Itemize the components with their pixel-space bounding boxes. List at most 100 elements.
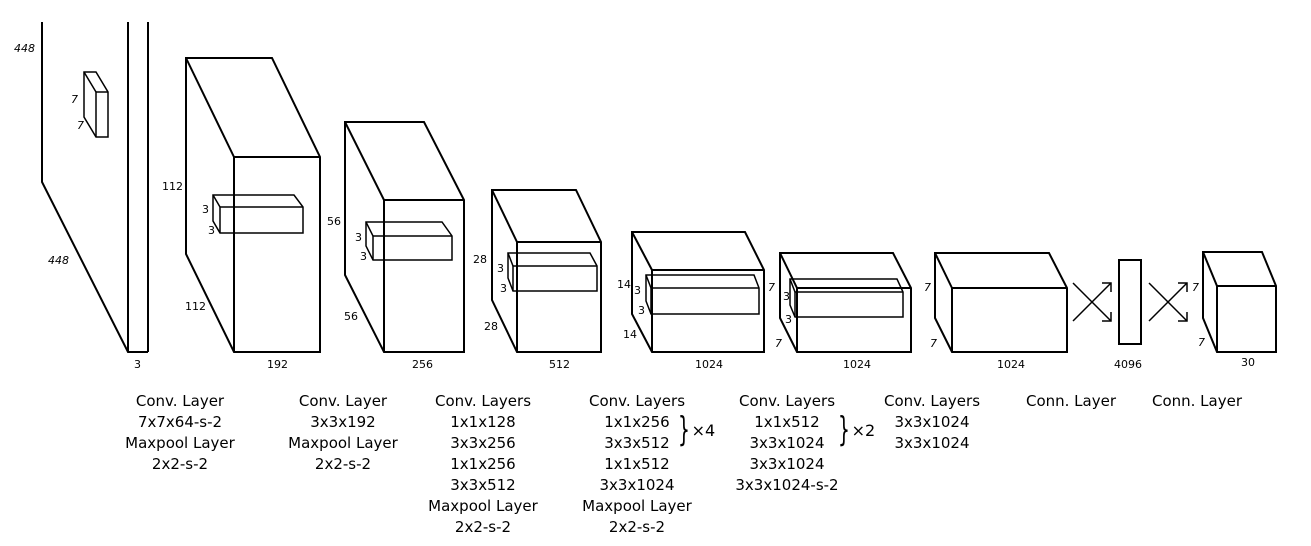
caption-block1: Conv. Layer 7x7x64-s-2 Maxpool Layer 2x2… [105,391,255,475]
block2-kernel-label-2: 3 [360,250,367,263]
block1-height-label: 112 [162,180,183,193]
input-height-label: 448 [14,42,35,55]
caption-line: 3x3x192 [310,413,376,431]
caption-block2: Conv. Layer 3x3x192 Maxpool Layer 2x2-s-… [268,391,418,475]
caption-line: 1x1x512 [754,413,820,431]
repeat-brace-x2: }×2 [838,413,875,447]
caption-line: Conv. Layer [135,392,225,410]
caption-block5: Conv. Layers 1x1x512 3x3x1024 3x3x1024 3… [712,391,862,496]
block6-height-label: 7 [924,281,931,294]
input-kernel-label-1: 7 [71,93,78,106]
block2-kernel-label-1: 3 [355,231,362,244]
caption-line: 7x7x64-s-2 [137,413,223,431]
caption-line: 3x3x256 [450,434,516,452]
caption-line: Maxpool Layer [125,434,235,452]
block4-kernel-box [645,274,760,315]
input-width-label: 448 [48,254,69,267]
input-kernel-label-2: 7 [77,119,84,132]
block4-width-label: 14 [623,328,637,341]
output-volume [1202,251,1277,353]
caption-line: Maxpool Layer [582,497,692,515]
block1-width-label: 112 [185,300,206,313]
block6-width-label: 7 [930,337,937,350]
caption-line: Conv. Layers [434,392,532,410]
caption-line: 3x3x1024 [749,455,825,473]
caption-line: 2x2-s-2 [454,518,512,536]
output-width-label: 7 [1198,336,1205,349]
block4-kernel-label-1: 3 [634,284,641,297]
caption-block3: Conv. Layers 1x1x128 3x3x256 1x1x256 3x3… [408,391,558,538]
output-height-label: 7 [1192,281,1199,294]
caption-line: 1x1x512 [604,455,670,473]
block1-volume [185,57,321,353]
repeat-brace-x4: }×4 [678,413,715,447]
block2-kernel-box [365,221,453,261]
block5-width-label: 7 [775,337,782,350]
caption-line: 2x2-s-2 [151,455,209,473]
block2-height-label: 56 [327,215,341,228]
fc-4096-label: 4096 [1114,358,1142,371]
fully-connected-arrows-2 [1148,282,1188,322]
caption-line: Maxpool Layer [428,497,538,515]
input-volume [41,22,149,353]
input-kernel-box [83,71,109,138]
block3-height-label: 28 [473,253,487,266]
block3-volume [491,189,602,353]
block1-channels-label: 192 [267,358,288,371]
block5-volume [779,252,912,353]
brace-glyph: } [678,410,690,450]
fully-connected-arrows-1 [1072,282,1112,322]
block3-kernel-box [507,252,598,292]
block4-height-label: 14 [617,278,631,291]
caption-block6: Conv. Layers 3x3x1024 3x3x1024 [857,391,1007,454]
block2-channels-label: 256 [412,358,433,371]
caption-line: 3x3x1024-s-2 [735,476,839,494]
caption-line: Conv. Layers [738,392,836,410]
block5-kernel-box [789,278,904,318]
block4-channels-label: 1024 [695,358,723,371]
block6-channels-label: 1024 [997,358,1025,371]
block2-volume [344,121,465,353]
caption-block4: Conv. Layers 1x1x256 3x3x512 1x1x512 3x3… [562,391,712,538]
caption-fc1: Conn. Layer [996,391,1146,412]
brace-glyph: } [838,410,850,450]
caption-line: 3x3x512 [604,434,670,452]
caption-line: 3x3x1024 [894,413,970,431]
block5-channels-label: 1024 [843,358,871,371]
caption-line: 2x2-s-2 [608,518,666,536]
caption-line: Maxpool Layer [288,434,398,452]
block6-volume [934,252,1068,353]
caption-line: 1x1x256 [604,413,670,431]
repeat-count: ×4 [691,420,716,440]
caption-line: 3x3x1024 [749,434,825,452]
block4-kernel-label-2: 3 [638,304,645,317]
output-channels-label: 30 [1241,356,1255,369]
caption-line: Conv. Layers [588,392,686,410]
block5-height-label: 7 [768,281,775,294]
caption-line: Conv. Layers [883,392,981,410]
block4-volume [631,231,765,353]
block3-channels-label: 512 [549,358,570,371]
caption-line: 3x3x512 [450,476,516,494]
caption-line: Conv. Layer [298,392,388,410]
block1-kernel-label-2: 3 [208,224,215,237]
block5-kernel-label-1: 3 [783,290,790,303]
block2-width-label: 56 [344,310,358,323]
caption-line: 3x3x1024 [599,476,675,494]
input-channels-label: 3 [134,358,141,371]
caption-line: Conn. Layer [1151,392,1243,410]
repeat-count: ×2 [851,420,876,440]
block1-kernel-box [212,194,304,234]
caption-fc2: Conn. Layer [1122,391,1272,412]
caption-line: 3x3x1024 [894,434,970,452]
block1-kernel-label-1: 3 [202,203,209,216]
block3-width-label: 28 [484,320,498,333]
fc-4096-bar [1118,259,1142,345]
caption-line: 2x2-s-2 [314,455,372,473]
block3-kernel-label-2: 3 [500,282,507,295]
caption-line: 1x1x128 [450,413,516,431]
block5-kernel-label-2: 3 [785,313,792,326]
block3-kernel-label-1: 3 [497,262,504,275]
caption-line: Conn. Layer [1025,392,1117,410]
